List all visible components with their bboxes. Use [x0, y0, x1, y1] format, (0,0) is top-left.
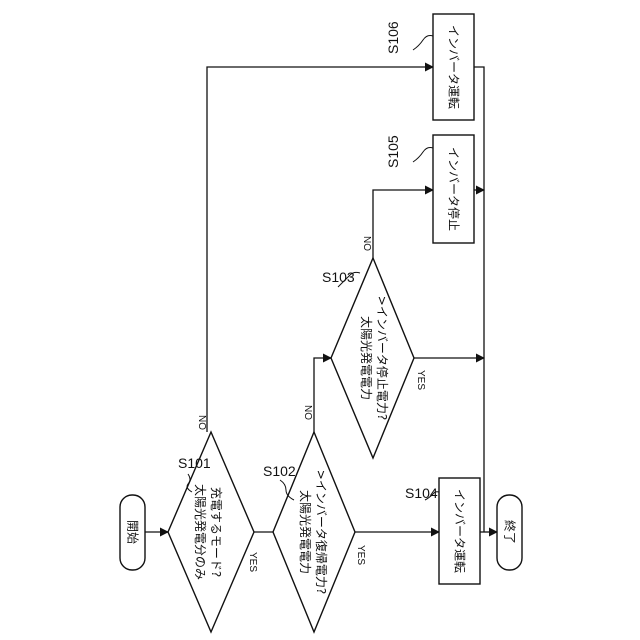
- start-terminal: 開始: [120, 495, 145, 570]
- s102-text-line1: 太陽光発電電力: [298, 490, 313, 574]
- s102-text-line2: >インバータ復帰電力?: [314, 470, 329, 594]
- s106-step-label: S106: [385, 21, 401, 54]
- s103-yes-label: YES: [415, 370, 426, 390]
- s105-step-label: S105: [385, 135, 401, 168]
- s103-text-line1: 太陽光発電電力: [359, 316, 374, 400]
- s105-label: インバータ停止: [447, 147, 462, 231]
- s102-no-label: NO: [302, 405, 313, 420]
- s106-label: インバータ運転: [447, 25, 461, 109]
- s101-no-label: NO: [196, 415, 207, 430]
- s102-yes-label: YES: [355, 545, 366, 565]
- s101-text-line1: 太陽光発電分のみ: [193, 484, 208, 580]
- edge-s106-to-merge: [474, 67, 484, 532]
- start-label: 開始: [126, 520, 140, 544]
- edge-s102-no-to-s103: [314, 358, 331, 432]
- edge-s103-no-to-s105: [373, 190, 433, 258]
- process-s104: インバータ運転: [439, 478, 480, 584]
- s101-yes-label: YES: [247, 552, 258, 572]
- decision-s103: 太陽光発電電力 >インバータ停止電力?: [331, 258, 414, 458]
- process-s106: インバータ運転: [433, 14, 474, 120]
- s104-label: インバータ運転: [453, 489, 467, 573]
- s106-leader: [413, 36, 433, 51]
- decision-s102: 太陽光発電電力 >インバータ復帰電力?: [273, 432, 355, 632]
- s102-step-label: S102: [263, 463, 296, 479]
- s104-step-label: S104: [405, 485, 438, 501]
- s105-leader: [413, 148, 433, 163]
- s103-step-label: S103: [322, 269, 355, 285]
- end-label: 終了: [503, 520, 518, 544]
- s101-text-line2: 充電するモード?: [209, 487, 224, 577]
- s101-step-label: S101: [178, 455, 211, 471]
- process-s105: インバータ停止: [433, 135, 474, 243]
- s103-no-label: NO: [361, 236, 372, 251]
- s103-text-line2: >インバータ停止電力?: [375, 296, 390, 420]
- end-terminal: 終了: [497, 495, 522, 570]
